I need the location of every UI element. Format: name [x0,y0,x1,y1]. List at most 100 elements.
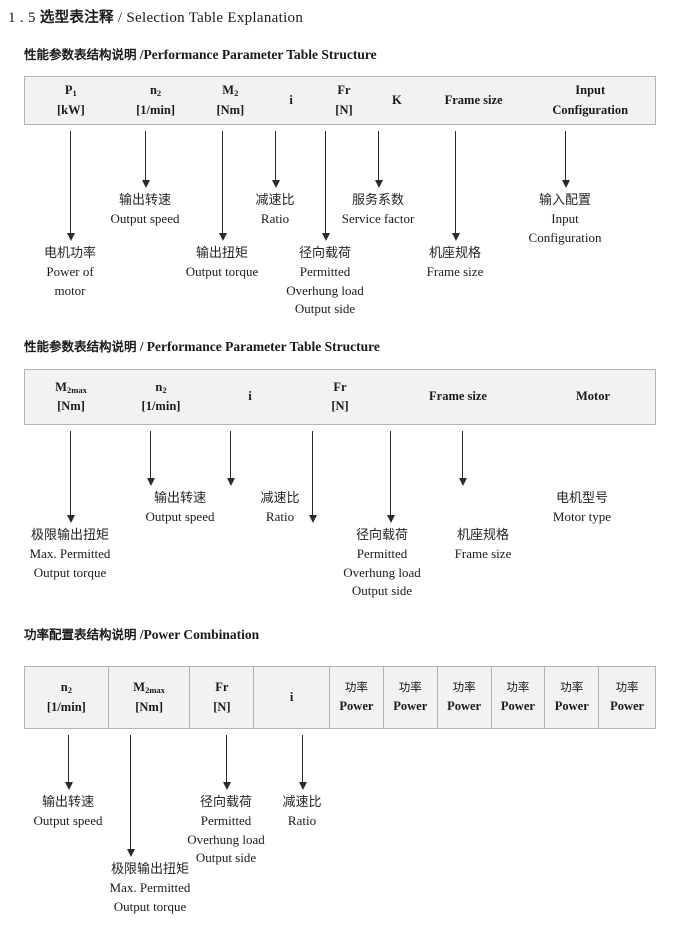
table1-col-fr-symbol: Fr [337,83,351,98]
annotation-max-permitted-output-torque-3: 极限输出扭矩 Max. Permitted Output torque [110,861,191,916]
table1-col-i: i [266,77,316,124]
table1-col-p1: P1 [kW] [25,77,117,124]
annotation-frame-size-en-1: Frame size [426,264,484,280]
arrow-to-motor-type-2 [458,431,467,486]
table3-col-n2: n2 [1/min] [25,667,109,728]
table2-col-n2: n2 [1/min] [117,370,205,424]
arrow-to-permitted-overhung-load [321,131,330,241]
arrow-to-permitted-overhung-load-3 [222,735,231,790]
table3-col-fr-symbol: Fr [215,680,229,695]
annotation-ratio: 减速比 Ratio [255,192,294,229]
arrow-to-max-permitted-output-torque-2 [66,431,75,523]
annotation-permitted-overhung-load-2-en-2: Overhung load [343,564,421,580]
annotation-output-speed-3-cn: 输出转速 [41,795,94,810]
annotation-input-configuration-cn: 输入配置 [538,193,591,208]
table2-col-fr: Fr [N] [295,370,385,424]
annotation-permitted-overhung-load-3: 径向载荷 Permitted Overhung load Output side [187,794,265,868]
table1-col-input-configuration-line2: Configuration [552,102,629,117]
annotation-max-permitted-output-torque-3-en-1: Max. Permitted [109,880,191,896]
table1-col-fr-unit: [N] [335,102,353,117]
table3-col-n2-unit: [1/min] [46,699,86,714]
table3-col-power-4-en: Power [500,698,535,713]
section2-heading-separator: / [139,339,144,354]
section-heading-performance-2: 性能参数表结构说明 / Performance Parameter Table … [24,336,380,355]
table3-col-fr: Fr [N] [190,667,255,728]
annotation-ratio-2: 减速比 Ratio [260,490,299,527]
table2-col-n2-unit: [1/min] [141,399,181,413]
table1-col-p1-symbol: P1 [64,83,77,99]
annotation-permitted-overhung-load-en-1: Permitted [299,264,351,280]
annotation-max-permitted-output-torque-2-en-1: Max. Permitted [29,546,111,562]
annotation-permitted-overhung-load-3-en-1: Permitted [200,813,252,829]
table3-col-power-3-en: Power [447,698,482,713]
annotation-ratio-2-cn: 减速比 [260,491,300,506]
table3-col-power-1-cn: 功率 [344,679,368,694]
table3-col-power-1: 功率 Power [330,667,384,728]
page-title-separator: / [117,10,123,26]
annotation-frame-size-2: 机座规格 Frame size [455,527,512,564]
table3-col-power-1-en: Power [339,698,374,713]
table3-col-power-4-cn: 功率 [506,679,530,694]
section-heading-chinese: 性能参数表结构说明 [24,47,137,62]
annotation-permitted-overhung-load-en-3: Output side [294,301,356,317]
table3-col-power-2-en: Power [393,698,428,713]
table2-col-m2max: M2max [Nm] [25,370,117,424]
annotation-permitted-overhung-load-2-en-1: Permitted [356,546,408,562]
arrow-to-ratio-2 [226,431,235,486]
table1-col-m2: M2 [Nm] [194,77,266,124]
section-heading-english: Performance Parameter Table Structure [143,47,377,62]
performance-parameter-table-1: P1 [kW] n2 [1/min] M2 [Nm] i Fr [N] K Fr… [24,76,656,125]
annotation-max-permitted-output-torque-3-cn: 极限输出扭矩 [110,862,190,877]
arrow-to-permitted-overhung-load-2 [308,431,317,523]
table2-col-n2-subscript: 2 [162,384,167,395]
annotation-permitted-overhung-load: 径向载荷 Permitted Overhung load Output side [286,245,364,319]
table3-col-power-6: 功率 Power [599,667,655,728]
section2-heading-english: Performance Parameter Table Structure [146,339,380,354]
table3-col-power-4: 功率 Power [492,667,546,728]
annotation-permitted-overhung-load-2-cn: 径向载荷 [355,528,408,543]
annotation-output-speed-2: 输出转速 Output speed [146,490,215,527]
arrow-to-output-torque [218,131,227,241]
arrow-to-power-of-motor [66,131,75,241]
table1-col-input-configuration-line1: Input [575,83,606,98]
table1-col-p1-unit: [kW] [56,102,85,117]
annotation-ratio-cn: 减速比 [255,193,295,208]
table1-col-m2-symbol: M2 [222,83,239,99]
arrow-to-service-factor [374,131,383,188]
annotation-max-permitted-output-torque-3-en-2: Output torque [113,898,187,914]
page-title-number: 1 . 5 [8,10,36,26]
annotation-power-of-motor-en-1: Power of [46,264,94,280]
arrow-to-output-speed [141,131,150,188]
annotation-permitted-overhung-load-2-en-3: Output side [351,583,413,599]
page-title: 1 . 5 选型表注释 / Selection Table Explanatio… [8,6,303,27]
table3-col-power-6-cn: 功率 [615,679,639,694]
annotation-output-torque-en-1: Output torque [185,264,259,280]
annotation-input-configuration: 输入配置 Input Configuration [529,192,602,247]
annotation-permitted-overhung-load-3-cn: 径向载荷 [199,795,252,810]
annotation-output-speed-2-cn: 输出转速 [153,491,206,506]
annotation-output-torque: 输出扭矩 Output torque [186,245,259,282]
table3-col-power-5: 功率 Power [545,667,600,728]
table2-col-fr-unit: [N] [331,399,349,413]
table3-col-power-5-cn: 功率 [560,679,584,694]
annotation-input-configuration-en-2: Configuration [528,229,602,245]
annotation-output-speed-2-en-1: Output speed [145,509,215,525]
table3-col-power-3-cn: 功率 [452,679,476,694]
annotation-max-permitted-output-torque-2: 极限输出扭矩 Max. Permitted Output torque [30,527,111,582]
table3-col-m2max: M2max [Nm] [109,667,191,728]
arrow-to-output-speed-2 [146,431,155,486]
table1-col-frame-size-symbol: Frame size [444,92,503,107]
section3-heading-chinese: 功率配置表结构说明 [24,627,137,642]
table3-col-n2-subscript: 2 [67,685,72,696]
table1-col-i-symbol: i [289,92,293,107]
table2-col-m2max-subscript: 2max [66,384,87,395]
annotation-frame-size-cn: 机座规格 [428,246,482,261]
annotation-motor-type-2-en-1: Motor type [552,509,612,525]
table2-col-motor-symbol: Motor [575,389,610,404]
annotation-power-of-motor-cn: 电机功率 [43,246,97,261]
arrow-to-max-permitted-output-torque-3 [126,735,135,857]
annotation-motor-type-2: 电机型号 Motor type [553,490,611,527]
table2-col-fr-symbol: Fr [333,379,347,394]
table1-col-m2-unit: [Nm] [216,102,245,117]
annotation-permitted-overhung-load-cn: 径向载荷 [298,246,351,261]
